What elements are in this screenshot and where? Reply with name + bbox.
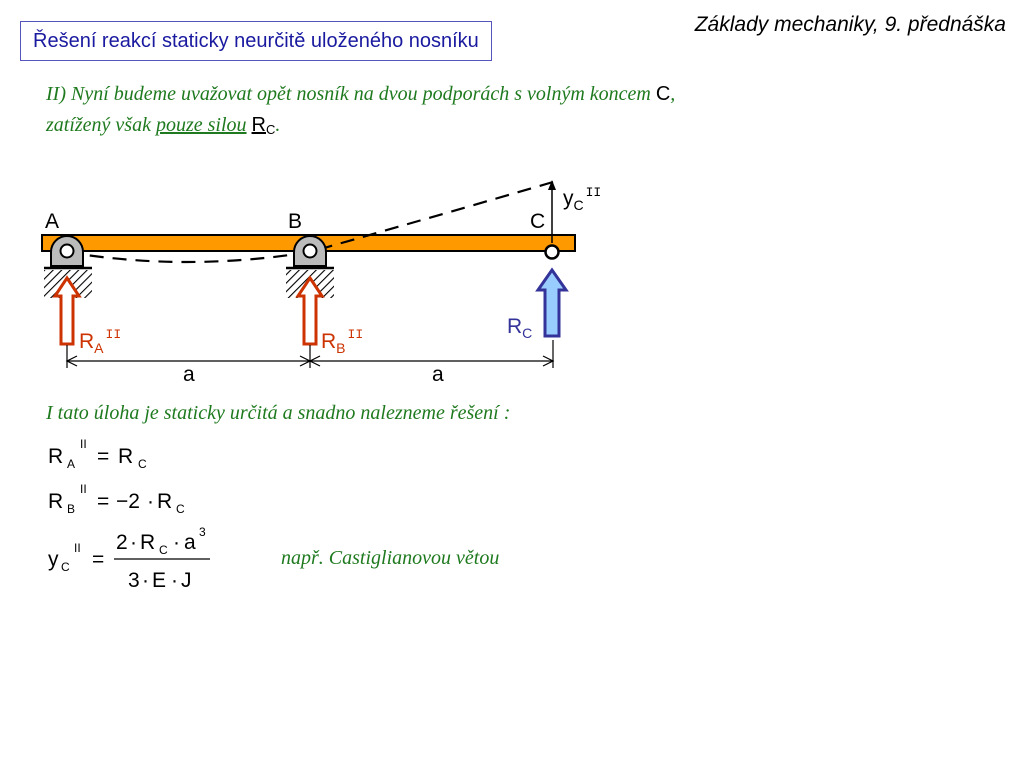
svg-text:a: a <box>184 531 196 554</box>
svg-text:2: 2 <box>116 531 128 554</box>
svg-text:A: A <box>67 457 75 471</box>
svg-text:·: · <box>171 569 178 592</box>
svg-text:II: II <box>80 482 87 496</box>
svg-text:II: II <box>80 437 87 451</box>
svg-text:B: B <box>67 502 75 516</box>
svg-text:3: 3 <box>128 569 140 592</box>
label-reaction-b: RBII <box>321 327 363 356</box>
label-deflection: yCII <box>563 185 601 213</box>
svg-text:=: = <box>97 490 109 513</box>
svg-text:C: C <box>159 543 168 557</box>
svg-text:3: 3 <box>199 525 206 539</box>
svg-text:=: = <box>97 445 109 468</box>
svg-text:y: y <box>48 548 59 571</box>
svg-text:R: R <box>48 490 63 513</box>
equation-rb: R B II = −2 · R C <box>48 482 185 516</box>
conclusion-text: I tato úloha je staticky určitá a snadno… <box>46 402 511 424</box>
svg-text:II: II <box>74 541 81 555</box>
equations: R A II = R C R B II = −2 · R C y C II = … <box>48 437 210 592</box>
svg-text:R: R <box>140 531 155 554</box>
label-span-1: a <box>183 363 195 386</box>
intro-only-force: pouze silou <box>155 114 247 136</box>
intro-period: . <box>275 114 281 136</box>
point-c-marker <box>544 244 560 260</box>
svg-text:·: · <box>173 531 180 554</box>
svg-text:−2: −2 <box>116 490 140 513</box>
label-point-b: B <box>288 210 302 233</box>
svg-text:C: C <box>138 457 147 471</box>
method-note: např. Castiglianovou větou <box>281 547 500 569</box>
intro-text-2: zatížený však <box>46 114 156 136</box>
svg-text:C: C <box>61 560 70 574</box>
intro-text-1: II) Nyní budeme uvažovat opět nosník na … <box>46 83 656 105</box>
svg-text:=: = <box>92 548 104 571</box>
svg-text:·: · <box>130 531 137 554</box>
dimension-lines <box>65 340 555 368</box>
slide-title-text: Řešení reakcí staticky neurčitě uloženéh… <box>33 29 479 52</box>
pin-a <box>59 243 75 259</box>
course-header: Základy mechaniky, 9. přednáška <box>694 13 1006 36</box>
svg-text:R: R <box>118 445 133 468</box>
equation-yc: y C II = 2 · R C · a 3 3 · E · J <box>48 525 210 592</box>
load-arrow-c <box>535 267 569 338</box>
label-reaction-a: RAII <box>79 327 121 356</box>
svg-text:C: C <box>176 502 185 516</box>
intro-point-c: C <box>655 83 671 105</box>
intro-comma: , <box>670 83 676 105</box>
label-load-c: RC <box>507 315 532 341</box>
intro-line-2: zatížený však pouze silou RC. <box>46 114 280 137</box>
deflection-arrowhead <box>548 180 556 190</box>
svg-text:J: J <box>181 569 192 592</box>
equation-ra: R A II = R C <box>48 437 147 471</box>
svg-text:R: R <box>48 445 63 468</box>
intro-line-1: II) Nyní budeme uvažovat opět nosník na … <box>46 83 675 106</box>
label-point-c: C <box>530 210 545 233</box>
svg-text:·: · <box>142 569 149 592</box>
slide-title: Řešení reakcí staticky neurčitě uloženéh… <box>20 21 492 61</box>
pin-b <box>302 243 318 259</box>
reaction-b-arrow <box>295 275 325 346</box>
support-a <box>44 235 92 298</box>
svg-text:E: E <box>152 569 166 592</box>
beam-diagram: A B C yCII RAII RBII RC a a <box>41 180 601 386</box>
svg-text:R: R <box>157 490 172 513</box>
intro-force-symbol: RC <box>251 114 276 137</box>
label-span-2: a <box>432 363 444 386</box>
label-point-a: A <box>45 210 59 233</box>
reaction-a-arrow <box>52 275 82 346</box>
svg-text:·: · <box>147 490 154 513</box>
deflected-shape <box>66 180 554 264</box>
